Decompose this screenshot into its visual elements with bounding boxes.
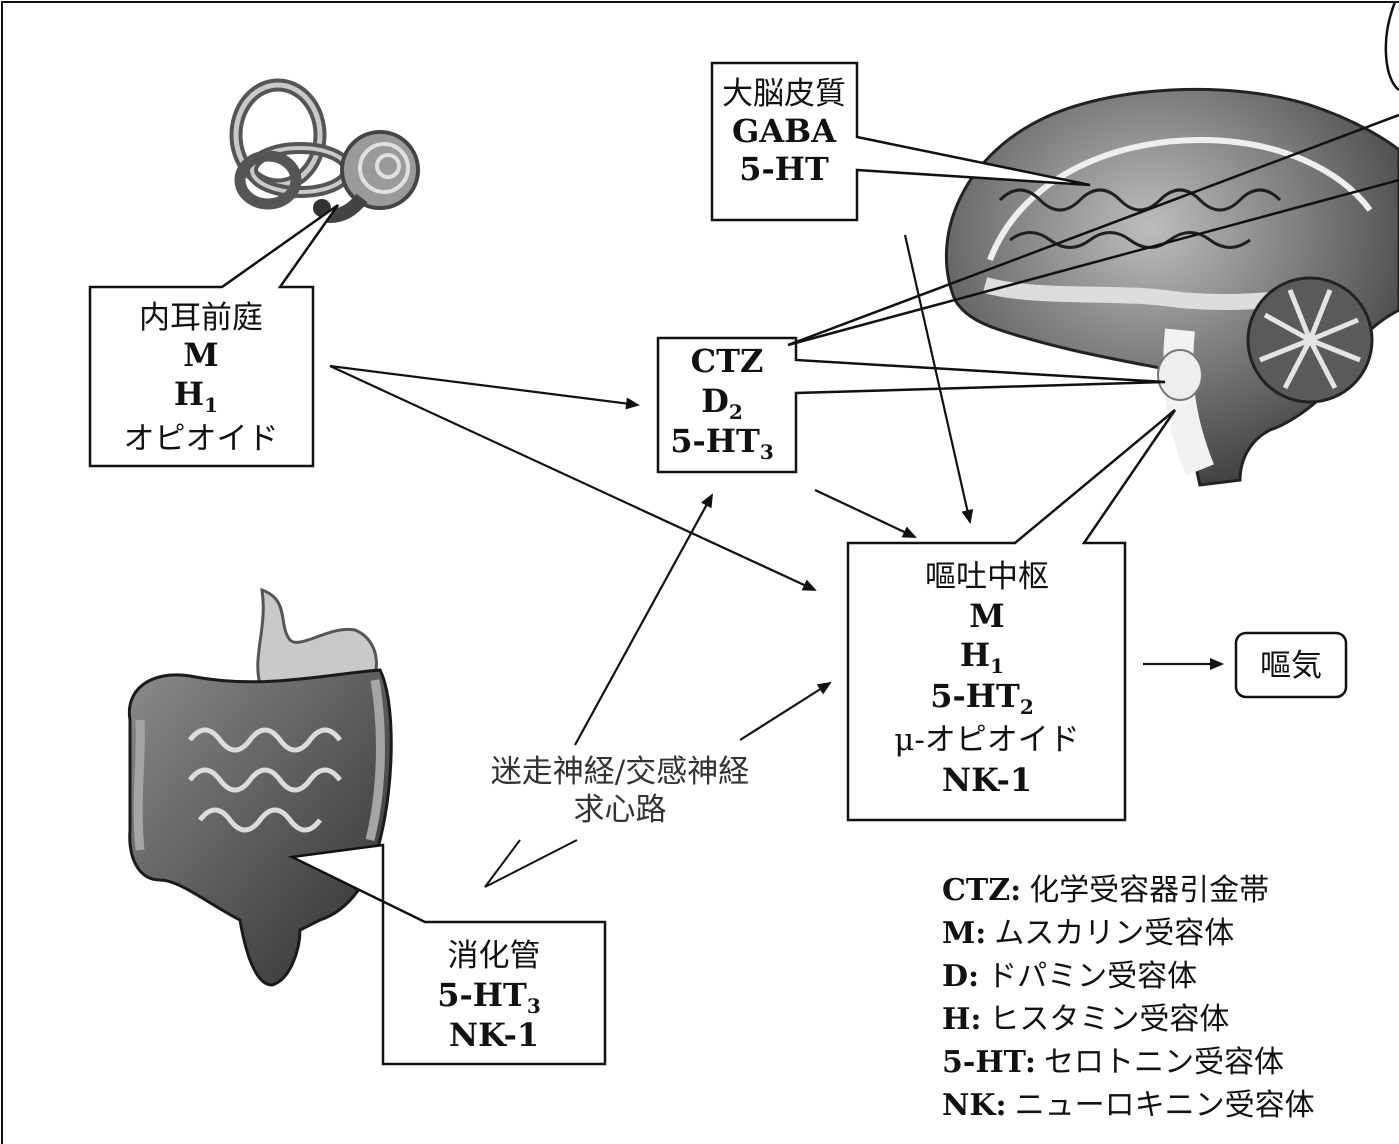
- ctz-title: CTZ: [691, 342, 764, 380]
- arrow-afferent-to-vomit-center: [740, 683, 830, 740]
- vomit-center-5ht2: 5-HT2: [930, 677, 1034, 719]
- gut-nk1: NK-1: [449, 1016, 539, 1054]
- legend-item: D:ドパミン受容体: [942, 959, 1197, 994]
- cortex-title: 大脳皮質: [722, 76, 846, 112]
- legend-item: H:ヒスタミン受容体: [942, 1002, 1229, 1037]
- legend-item: NK:ニューロキニン受容体: [942, 1088, 1315, 1123]
- legend-item: CTZ:化学受容器引金帯: [942, 873, 1269, 908]
- inner-ear-opioid: オピオイド: [124, 421, 279, 457]
- brain-illustration: [946, 89, 1399, 485]
- ctz-5ht3: 5-HT3: [670, 422, 774, 464]
- arrow-inner-ear-to-ctz: [330, 366, 638, 405]
- inner-ear-illustration: [236, 85, 418, 217]
- afferent-line1: 迷走神経/交感神経: [491, 754, 749, 790]
- gut-labels: 消化管 5-HT3 NK-1: [437, 938, 541, 1054]
- vomit-center-title: 嘔吐中枢: [925, 559, 1049, 595]
- legend: CTZ:化学受容器引金帯 M:ムスカリン受容体 D:ドパミン受容体 H:ヒスタミ…: [942, 873, 1315, 1123]
- afferent-line2: 求心路: [574, 792, 667, 828]
- vomit-center-nk1: NK-1: [942, 761, 1032, 799]
- vomit-center-m: M: [969, 597, 1004, 635]
- afferent-pointer: [485, 840, 577, 887]
- digestive-tract-illustration: [129, 590, 391, 985]
- arrow-ctz-to-vomit-center: [815, 490, 915, 537]
- afferent-labels: 迷走神経/交感神経 求心路: [491, 754, 749, 828]
- cortex-5ht: 5-HT: [739, 150, 829, 188]
- nausea-label: 嘔気: [1260, 648, 1322, 684]
- gut-5ht3: 5-HT3: [437, 976, 541, 1018]
- vomit-center-mu-opioid: μ-オピオイド: [894, 722, 1080, 758]
- legend-item: M:ムスカリン受容体: [942, 916, 1234, 951]
- gut-title: 消化管: [448, 938, 541, 974]
- inner-ear-m: M: [183, 336, 218, 374]
- inner-ear-title: 内耳前庭: [139, 300, 263, 336]
- cortex-labels: 大脳皮質 GABA 5-HT: [722, 76, 846, 188]
- legend-item: 5-HT:セロトニン受容体: [942, 1045, 1284, 1080]
- arrow-afferent-to-ctz: [575, 495, 712, 745]
- cortex-gaba: GABA: [732, 112, 837, 150]
- vomit-center-box: [848, 410, 1175, 820]
